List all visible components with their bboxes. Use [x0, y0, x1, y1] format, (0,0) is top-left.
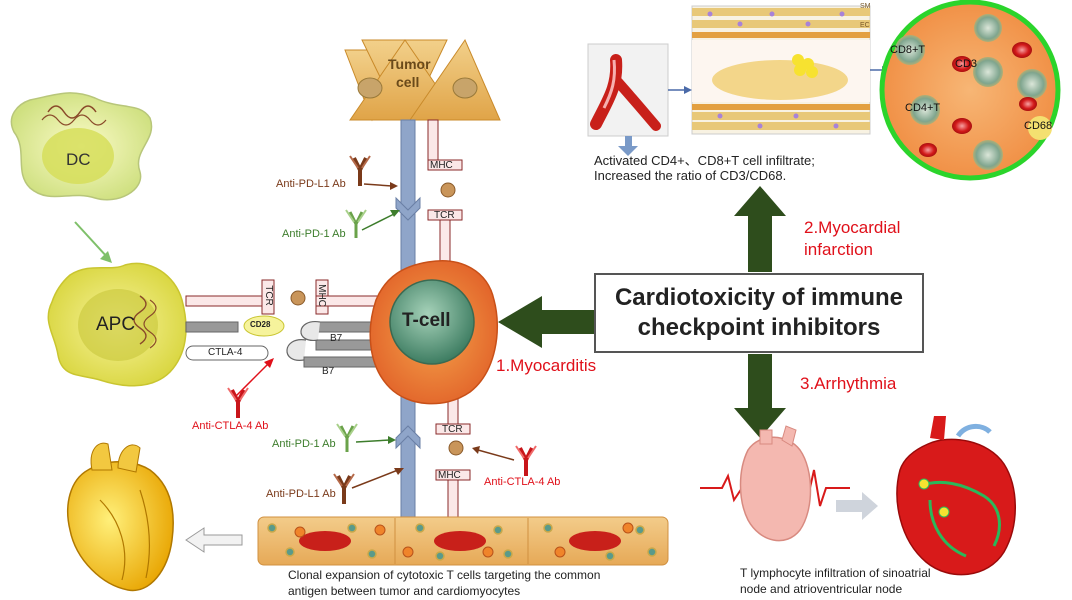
- b7-label-2: B7: [322, 366, 335, 377]
- infarction-caption-2: Increased the ratio of CD3/CD68.: [594, 168, 787, 183]
- bottom-tcr-label: TCR: [442, 424, 463, 435]
- anti-ctla4-left-icon: [227, 387, 249, 418]
- strip-t-cells: [267, 523, 657, 561]
- tumor-shaft: [395, 119, 421, 271]
- clonal-caption-1: Clonal expansion of cytotoxic T cells ta…: [288, 568, 601, 582]
- b7-label-1: B7: [330, 333, 343, 344]
- dc-cell: [10, 92, 153, 201]
- tumor-label-1: Tumor: [388, 56, 431, 72]
- apc-receptors: [185, 279, 306, 361]
- infarction-label-2: infarction: [804, 240, 873, 259]
- tcell-mhc-label: MHC: [315, 284, 327, 307]
- cd3-label: CD3: [955, 58, 978, 70]
- infarction-label-1: 2.Myocardial: [804, 218, 901, 237]
- top-mhc-tcr: [427, 119, 463, 273]
- clonal-caption-2: antigen between tumor and cardiomyocytes: [288, 584, 521, 598]
- dc-to-apc-arrow: [74, 221, 112, 263]
- tumor-label-2: cell: [396, 74, 420, 90]
- arrhythmia-grey-arrow: [836, 492, 878, 520]
- anti-pd1-top-icon: [345, 209, 367, 238]
- top-mhc-label: MHC: [430, 160, 453, 171]
- central-title-line-1: Cardiotoxicity of immune: [614, 284, 904, 311]
- vessel-section: [691, 5, 871, 135]
- central-title-box: Cardiotoxicity of immune checkpoint inhi…: [594, 273, 924, 353]
- tcell-label: T-cell: [402, 310, 451, 331]
- big-arrow-down: [734, 354, 786, 438]
- apc-tcr-label: TCR: [262, 285, 274, 306]
- heart-conduction-icon: [896, 416, 1016, 576]
- antibody-arrows: [235, 182, 515, 489]
- cd8t-label: CD8+T: [890, 44, 926, 56]
- t-cell: [369, 260, 499, 405]
- heart-yellow-icon: [67, 442, 174, 592]
- cardiomyocyte-strip: [257, 516, 669, 566]
- anti-pdl1-bottom-label: Anti-PD-L1 Ab: [266, 488, 336, 500]
- anti-pdl1-bottom-icon: [333, 473, 355, 504]
- anti-pd1-bottom-icon: [336, 423, 358, 452]
- vessel-ec-label: EC: [860, 22, 870, 29]
- top-tcr-label: TCR: [434, 210, 455, 221]
- anti-ctla4-right-label: Anti-CTLA-4 Ab: [484, 476, 561, 488]
- apc-cell: [47, 262, 187, 387]
- cardio-shaft: [395, 389, 421, 521]
- artery-icon: [587, 43, 669, 156]
- anti-pdl1-top-icon: [349, 155, 371, 186]
- central-title-line-2: checkpoint inhibitors: [637, 314, 881, 341]
- arrhythmia-caption-1: T lymphocyte infiltration of sinoatrial: [740, 566, 931, 580]
- tcell-side-receptors: [286, 279, 379, 368]
- big-arrow-up: [734, 186, 786, 272]
- anti-ctla4-left-label: Anti-CTLA-4 Ab: [192, 420, 269, 432]
- arrhythmia-caption-2: node and atrioventricular node: [740, 582, 903, 596]
- dc-label: DC: [66, 150, 91, 169]
- apc-label: APC: [96, 314, 136, 335]
- anti-pd1-bottom-label: Anti-PD-1 Ab: [272, 438, 336, 450]
- myocarditis-label: 1.Myocarditis: [496, 356, 597, 375]
- ctla4-label: CTLA-4: [208, 347, 243, 358]
- ecg-heart-icon: [700, 425, 850, 542]
- vessel-sm-label: SM: [860, 3, 871, 10]
- big-arrow-left: [498, 296, 594, 348]
- infarction-caption-1: Activated CD4+、CD8+T cell infiltrate;: [594, 153, 815, 168]
- infiltrate-circle: [879, 0, 1061, 181]
- anti-pdl1-top-label: Anti-PD-L1 Ab: [276, 178, 346, 190]
- anti-pd1-top-label: Anti-PD-1 Ab: [282, 228, 346, 240]
- cd4t-label: CD4+T: [905, 102, 941, 114]
- strip-activated-cells: [294, 522, 634, 558]
- tumor-cell: [344, 38, 501, 130]
- heart-arrow: [185, 527, 243, 553]
- bottom-mhc-label: MHC: [438, 470, 461, 481]
- cd28-label: CD28: [250, 320, 271, 329]
- anti-ctla4-right-icon: [515, 445, 537, 476]
- arrhythmia-label: 3.Arrhythmia: [800, 374, 897, 393]
- cd68-label: CD68: [1024, 120, 1053, 132]
